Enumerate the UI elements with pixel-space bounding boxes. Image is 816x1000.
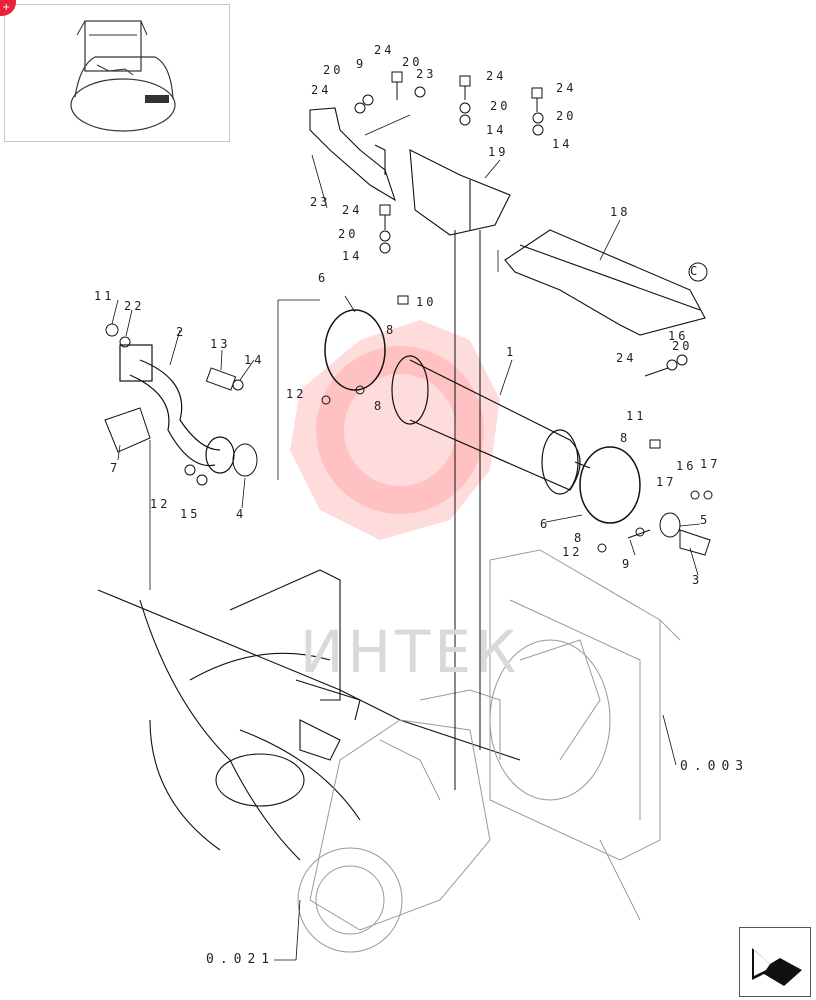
hardware-nuts-washers <box>105 86 713 553</box>
callout-c20d: 20 <box>556 109 576 123</box>
callout-c21: 22 <box>124 299 144 313</box>
clamp-5 <box>659 512 681 538</box>
callout-c14d: 14 <box>244 353 264 367</box>
watermark-text: ИНТЕК <box>300 618 521 686</box>
callout-c24b: 24 <box>486 69 506 83</box>
callout-c14b: 14 <box>552 137 572 151</box>
callout-c23b: 24 <box>311 83 331 97</box>
callout-c6b: 6 <box>540 517 550 531</box>
callout-c12d: 12 <box>562 545 582 559</box>
callout-c20f: 20 <box>672 339 692 353</box>
callout-c5: 5 <box>700 513 710 527</box>
callout-c6a: 6 <box>318 271 328 285</box>
callout-c8a: 8 <box>386 323 396 337</box>
leader-lines <box>111 114 701 961</box>
callout-c3: 3 <box>692 573 702 587</box>
band-6-upper <box>324 309 386 391</box>
callout-c24d: 24 <box>342 203 362 217</box>
callout-c14a: 14 <box>486 123 506 137</box>
callout-c11a: 10 <box>416 295 436 309</box>
band-6-lower <box>579 446 641 524</box>
engine-block-outline <box>297 689 501 953</box>
callout-c16: 17 <box>700 457 720 471</box>
bracket-19 <box>409 149 511 236</box>
ref-0-003: 0.003 <box>680 759 749 774</box>
detail-marker-c: C <box>690 264 700 278</box>
callout-c11b: 11 <box>626 409 646 423</box>
callout-c20e: 20 <box>338 227 358 241</box>
ref-0-021: 0.021 <box>206 952 275 967</box>
callout-c19: 19 <box>488 145 508 159</box>
new-badge-icon: + <box>0 0 16 16</box>
callout-c12b: 12 <box>286 387 306 401</box>
callout-c14c: 14 <box>342 249 362 263</box>
callout-c8b: 8 <box>374 399 384 413</box>
callout-c13: 13 <box>210 337 230 351</box>
excavator-thumbnail-icon <box>70 20 176 132</box>
callout-c24e: 24 <box>616 351 636 365</box>
callout-c18: 18 <box>610 205 630 219</box>
exhaust-pipe-2 <box>119 344 235 474</box>
callout-c12a: 11 <box>94 289 114 303</box>
callout-c4: 4 <box>236 507 246 521</box>
callout-c20c: 20 <box>490 99 510 113</box>
callout-c9: 9 <box>356 57 366 71</box>
callout-c24c: 24 <box>556 81 576 95</box>
watermark-logo-icon <box>290 320 500 540</box>
callout-c15: 16 <box>676 459 696 473</box>
callout-labels: 24 20 9 20 23 24 24 20 14 24 20 14 19 23… <box>94 43 749 967</box>
next-page-button[interactable] <box>739 927 811 997</box>
callout-c8d: 8 <box>574 531 584 545</box>
muffler-1 <box>391 355 591 495</box>
detail-c-circle <box>688 262 708 282</box>
callout-c8c: 8 <box>620 431 630 445</box>
pipe-13 <box>205 367 237 391</box>
callout-c14f: 16 <box>668 329 688 343</box>
tailpipe-3 <box>679 529 711 556</box>
callout-c24a: 24 <box>374 43 394 57</box>
plate-18 <box>504 229 706 336</box>
callout-c1: 1 <box>506 345 516 359</box>
radiator-outline <box>489 549 681 921</box>
svg-text:+: + <box>2 2 10 13</box>
machine-frame-outline <box>97 569 521 861</box>
callout-c2: 2 <box>176 325 186 339</box>
callout-c23a: 23 <box>416 67 436 81</box>
next-arrow-icon <box>752 948 802 986</box>
bracket-22 <box>309 107 396 202</box>
gasket-7 <box>104 407 151 453</box>
callout-c14e: 15 <box>180 507 200 521</box>
callout-c22: 23 <box>310 195 330 209</box>
overview-thumbnail[interactable] <box>4 4 230 142</box>
callout-c7: 7 <box>110 461 120 475</box>
callout-c10: 9 <box>622 557 632 571</box>
callout-c12c: 12 <box>150 497 170 511</box>
callout-c20a: 20 <box>323 63 343 77</box>
bolts <box>379 71 669 539</box>
callout-c20b: 20 <box>402 55 422 69</box>
callout-c17: 17 <box>656 475 676 489</box>
gasket-4 <box>232 443 258 477</box>
